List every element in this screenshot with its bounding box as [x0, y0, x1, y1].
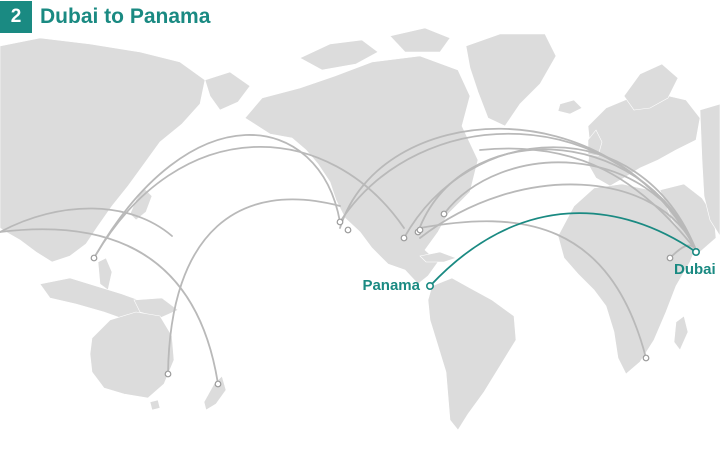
marker-tokyo-region [90, 254, 98, 262]
new-zealand [203, 375, 227, 411]
asia-west-side [0, 37, 206, 263]
step-number-badge: 2 [0, 1, 32, 33]
north-america [244, 55, 479, 285]
marker-new-york [440, 210, 448, 218]
route-dubai-mumbai-asia [479, 147, 697, 251]
marker-johannesburg [642, 354, 650, 362]
new-guinea [133, 297, 179, 319]
greenland [465, 33, 557, 127]
arctic-islands [299, 39, 379, 71]
south-america [427, 277, 517, 431]
flight-routes [0, 127, 697, 385]
route-dubai-washington [419, 183, 697, 251]
marker-sydney [164, 370, 172, 378]
tasmania [149, 399, 161, 411]
asia-east-edge [699, 103, 720, 237]
marker-auckland [214, 380, 222, 388]
route-dubai-new-york [443, 161, 697, 251]
label-panama: Panama [362, 277, 420, 294]
marker-panama [425, 281, 434, 290]
route-nz-west [0, 228, 219, 385]
route-asia-la [93, 146, 405, 259]
route-asia-sf [93, 134, 341, 259]
route-dubai-east-africa [669, 244, 697, 259]
far-east-russia [204, 71, 251, 111]
australia [89, 311, 175, 399]
madagascar [673, 315, 689, 351]
route-dubai-houston [403, 146, 697, 251]
marker-washington [416, 226, 424, 234]
landmasses [0, 27, 720, 431]
label-dubai: Dubai [674, 261, 716, 278]
marker-houston [400, 234, 408, 242]
scandinavia [623, 63, 679, 111]
marker-dubai [691, 248, 700, 257]
marker-los-angeles [336, 218, 344, 226]
map-title: Dubai to Panama [40, 5, 211, 28]
arctic-islands-east [389, 27, 451, 53]
marker-addis [666, 254, 674, 262]
route-australia-la [167, 198, 341, 375]
caribbean [419, 251, 457, 263]
arabia [659, 183, 717, 253]
route-west-asia [0, 207, 173, 237]
route-dubai-chicago [417, 148, 697, 251]
route-southafrica-us [419, 220, 647, 359]
marker-san-francisco [344, 226, 352, 234]
philippines [97, 257, 113, 291]
route-dubai-san-francisco [339, 127, 697, 251]
route-dubai-panama [429, 212, 697, 287]
city-labels: Panama Dubai [362, 261, 715, 294]
city-markers [90, 210, 700, 388]
iceland [557, 99, 583, 115]
